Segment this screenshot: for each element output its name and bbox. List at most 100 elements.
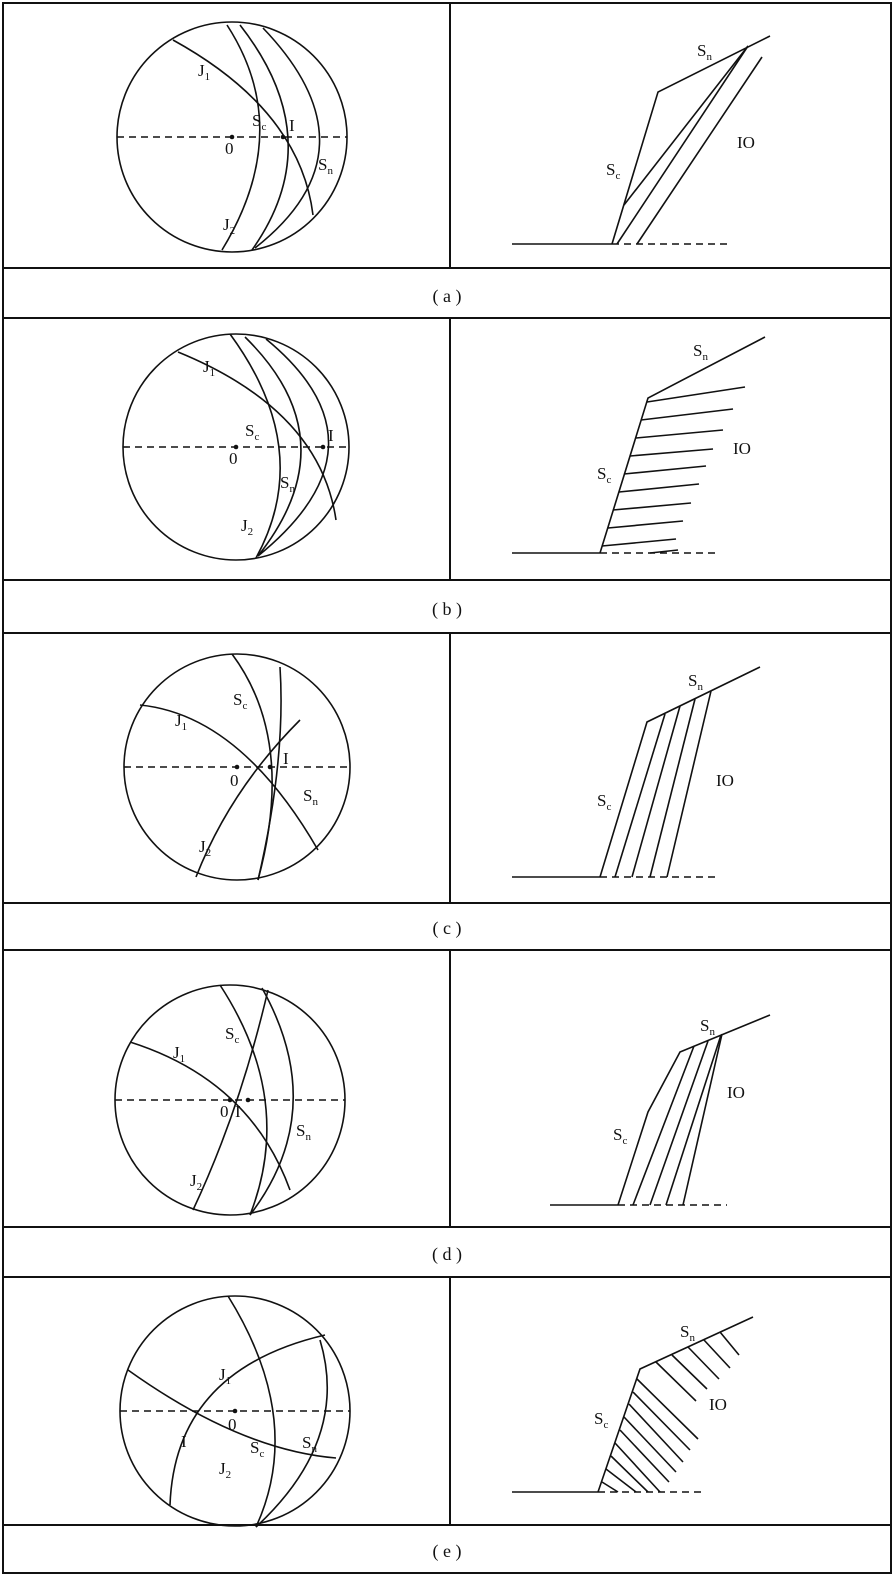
label-j1: J1 [175,711,187,733]
great-circle-j1 [177,351,337,521]
label-j2: J2 [190,1171,202,1193]
panel-a-slope: Sn Sc IO [512,35,771,245]
intersection-point [245,1097,251,1103]
label-sc: Sc [245,421,259,443]
intersection-point [320,444,326,450]
label-i: I [283,749,289,768]
great-circle-i [257,666,282,881]
center-point [227,1097,233,1103]
label-i: I [289,116,295,135]
label-sn: Sn [302,1433,317,1455]
label-origin: 0 [229,449,238,468]
slope-profile [597,1316,754,1493]
great-circle-sn [254,27,321,249]
discontinuity-line [655,1361,697,1402]
label-j1: J1 [173,1043,185,1065]
label-j2: J2 [199,837,211,859]
discontinuity-line [632,1045,695,1206]
discontinuity-line [649,549,679,554]
discontinuity-line [601,1481,619,1493]
great-circle-sc [227,1295,276,1528]
label-i: I [328,426,334,445]
discontinuity-line [601,538,677,547]
discontinuity-line [635,429,724,439]
discontinuity-line [607,520,684,529]
discontinuity-line [616,45,749,245]
center-point [234,764,240,770]
discontinuity-line [628,1403,684,1463]
caption-b: ( b ) [432,599,462,620]
great-circle-j2 [195,719,301,878]
great-circle-j1 [139,704,319,851]
discontinuity-line [623,45,749,206]
label-sn: Sn [280,473,295,495]
discontinuity-line [671,1354,708,1390]
discontinuity-line [649,1040,709,1206]
caption-a: ( a ) [433,286,462,307]
label-j1: J1 [219,1365,231,1387]
discontinuity-line [605,1468,637,1493]
intersection-point [267,764,273,770]
label-origin: 0 [225,139,234,158]
slope-profile [599,666,761,878]
discontinuity-line [614,1442,661,1493]
discontinuity-line [687,1346,720,1380]
great-circle-i [239,24,290,251]
discontinuity-line [631,705,681,878]
discontinuity-line [618,483,700,493]
panel-c-slope: Sn Sc IO [512,666,761,878]
discontinuity-line [610,1455,649,1493]
great-circle-sc [229,333,281,559]
discontinuity-line [632,1391,691,1451]
discontinuity-line [666,690,712,878]
label-sc: Sc [594,1409,608,1431]
center-point [233,444,239,450]
label-sn: Sn [318,155,333,177]
label-sc: Sc [597,791,611,813]
discontinuity-line [614,713,666,878]
discontinuity-line [719,1331,740,1356]
label-io: IO [737,133,755,152]
discontinuity-line [640,408,734,421]
label-sc: Sc [606,160,620,182]
label-j2: J2 [241,516,253,538]
discontinuity-line [636,1378,699,1440]
great-circle-j1 [169,1334,326,1506]
great-circle-i [257,338,330,557]
discontinuity-line [649,698,696,878]
great-circle-sn [255,1339,328,1528]
label-i: I [235,1102,241,1121]
discontinuity-line [703,1339,731,1369]
label-io: IO [716,771,734,790]
label-sc: Sc [225,1024,239,1046]
discontinuity-line [646,386,746,403]
panel-e-stereonet: J1 J2 Sc Sn I 0 [119,1295,351,1528]
label-i: I [181,1432,187,1451]
panel-c-stereonet: J1 J2 Sc Sn I 0 [123,653,351,881]
slope-profile [617,1014,771,1206]
label-sc: Sc [250,1438,264,1460]
discontinuity-line [682,1033,723,1206]
slope-profile [599,336,766,554]
caption-e: ( e ) [433,1541,462,1562]
label-io: IO [709,1395,727,1414]
great-circle-j2 [192,989,269,1211]
panel-b-stereonet: J1 J2 Sc Sn I 0 [122,333,350,561]
panel-d-stereonet: J1 J2 Sc Sn I 0 [114,984,346,1216]
label-sn: Sn [296,1121,311,1143]
panel-d-slope: Sn Sc IO [550,1014,771,1206]
label-io: IO [733,439,751,458]
panel-a-stereonet: J1 J2 Sc Sn I 0 [116,21,348,253]
label-sn: Sn [303,786,318,808]
label-sn: Sn [688,671,703,693]
label-origin: 0 [230,771,239,790]
discontinuity-line [612,502,692,511]
label-sc: Sc [252,111,266,133]
label-sc: Sc [613,1125,627,1147]
slope-profile [611,35,771,245]
discontinuity-line [623,465,707,475]
discontinuity-line [636,56,763,245]
label-sn: Sn [680,1322,695,1344]
center-point [232,1408,238,1414]
